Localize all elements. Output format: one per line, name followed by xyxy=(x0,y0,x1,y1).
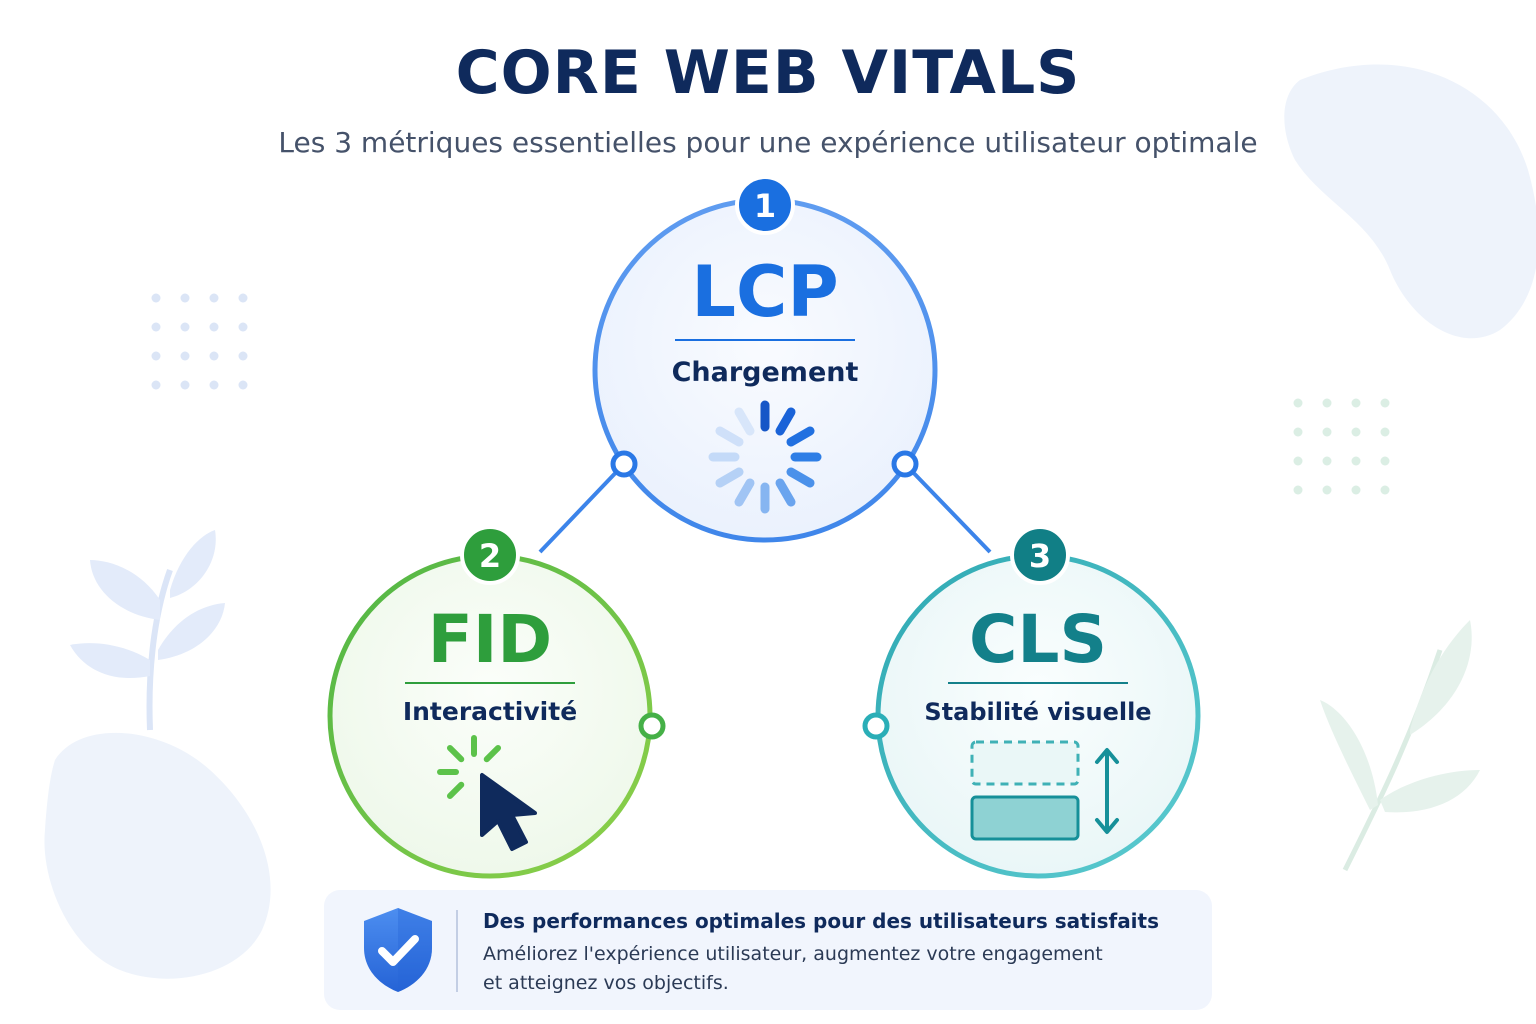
badge-2: 2 xyxy=(460,525,520,585)
dot-grid-left xyxy=(151,293,248,390)
metric-cls: CLS Stabilité visuelle xyxy=(875,553,1201,879)
badge-1-number: 1 xyxy=(754,187,776,225)
metric-lcp-label: Chargement xyxy=(672,357,859,388)
badge-2-number: 2 xyxy=(479,537,501,575)
metric-cls-label: Stabilité visuelle xyxy=(924,698,1151,726)
layout-shift-icon xyxy=(970,740,1119,841)
loading-spinner-icon xyxy=(708,400,822,514)
badge-3: 3 xyxy=(1010,525,1070,585)
shield-check-icon xyxy=(364,908,432,992)
page-subtitle: Les 3 métriques essentielles pour une ex… xyxy=(278,126,1258,159)
cursor-click-icon xyxy=(437,735,537,851)
metric-fid-label: Interactivité xyxy=(403,697,577,726)
metric-lcp-acronym: LCP xyxy=(691,251,838,333)
metric-lcp: LCP Chargement xyxy=(592,197,938,543)
connector-lcp-cls xyxy=(903,462,992,554)
dot-grid-right xyxy=(1293,398,1390,495)
connector-lcp-fid xyxy=(538,462,626,554)
background-decoration xyxy=(44,64,1536,979)
connector-node-lcp-left xyxy=(610,450,638,478)
page-title: CORE WEB VITALS xyxy=(455,38,1081,108)
info-divider xyxy=(456,910,458,992)
blob-bottom-left xyxy=(44,732,271,979)
info-title: Des performances optimales pour des util… xyxy=(483,909,1160,933)
connector-node-cls xyxy=(862,712,890,740)
metric-fid-acronym: FID xyxy=(428,601,552,678)
leaf-left-icon xyxy=(70,530,225,731)
info-card xyxy=(324,890,1212,1010)
metric-cls-acronym: CLS xyxy=(969,601,1107,678)
leaf-right-icon xyxy=(1320,620,1480,872)
blob-top-right xyxy=(1284,64,1536,339)
info-text: Améliorez l'expérience utilisateur, augm… xyxy=(483,943,1103,994)
connector-node-lcp-right xyxy=(891,450,919,478)
badge-1: 1 xyxy=(735,175,795,235)
metric-fid: FID Interactivité xyxy=(327,553,653,879)
badge-3-number: 3 xyxy=(1029,537,1051,575)
connector-node-fid xyxy=(638,712,666,740)
